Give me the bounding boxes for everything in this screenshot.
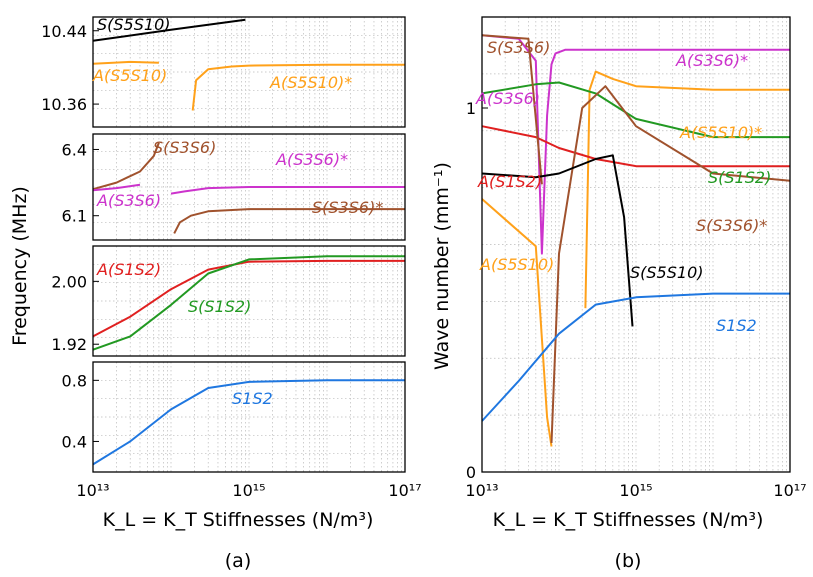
series-annotation: S1S2	[232, 389, 273, 408]
series-line-ss3s6	[481, 34, 543, 185]
series-line-ss3s6	[92, 142, 160, 191]
series-line-as1s2	[92, 259, 405, 338]
axes-frame	[92, 361, 406, 473]
series-line-ss1s2	[92, 255, 405, 351]
series-annotation: A(S5S10)	[479, 255, 554, 274]
ytick-label: 1	[466, 99, 476, 118]
series-layer	[92, 18, 791, 466]
series-annotation: S(S5S10)	[630, 263, 704, 282]
series-line-ss5s10	[92, 18, 246, 42]
series-line-ss1s2	[481, 81, 790, 139]
series-annotation: S(S5S10)	[97, 15, 171, 34]
ytick-label: 0.4	[62, 432, 87, 451]
series-annotation: A(S5S10)*	[269, 73, 352, 92]
series-annotation: A(S3S6)*	[675, 51, 748, 70]
series-annotation: S(S3S6)	[487, 38, 550, 57]
ytick-label: 0	[466, 463, 476, 482]
xtick-label: 10¹³	[76, 481, 109, 500]
ytick-label: 1.92	[51, 335, 87, 354]
series-annotation: A(S1S2)	[96, 260, 161, 279]
series-line-ss3s6	[550, 85, 791, 443]
series-annotation: S(S3S6)*	[696, 216, 767, 235]
series-line-as3s6	[92, 183, 141, 192]
xlabel-right: K_L = K_T Stiffnesses (N/m³)	[493, 509, 764, 531]
ytick-label: 6.1	[62, 207, 87, 226]
axes-frame	[92, 133, 406, 241]
series-annotation: S(S3S6)*	[312, 198, 383, 217]
ytick-label: 0.8	[62, 371, 87, 390]
axes-frame	[92, 245, 406, 357]
xlabel-left: K_L = K_T Stiffnesses (N/m³)	[103, 509, 374, 531]
series-line-s1s2	[481, 292, 790, 422]
series-line-as5s10	[584, 70, 790, 309]
series-line-ss5s10	[481, 154, 634, 327]
xtick-label: 10¹⁷	[388, 481, 421, 500]
series-annotation: A(S3S6)	[475, 89, 540, 108]
panel-label-a: (a)	[225, 550, 251, 572]
series-annotation: S(S1S2)	[708, 168, 771, 187]
series-annotation: S(S3S6)	[153, 138, 216, 157]
series-annotation: A(S3S6)*	[275, 150, 348, 169]
series-annotation: A(S1S2)	[477, 172, 542, 191]
ytick-label: 2.00	[51, 272, 87, 291]
series-annotation: A(S3S6)	[96, 191, 161, 210]
series-line-as5s10	[191, 63, 405, 111]
ylabel-left: Frequency (MHz)	[9, 186, 31, 346]
axes-frame	[92, 16, 406, 128]
panel-label-b: (b)	[615, 550, 642, 572]
series-annotation: A(S5S10)	[92, 66, 167, 85]
annotation-layer: S(S5S10) A(S5S10) A(S5S10)* S(S3S6) A(S3S6)*…	[92, 15, 771, 408]
ylabel-right: Wave number (mm⁻¹)	[431, 162, 453, 370]
series-line-ss3s6	[173, 208, 405, 234]
xtick-label: 10¹⁷	[773, 481, 806, 500]
xtick-label: 10¹³	[465, 481, 498, 500]
ytick-label: 10.44	[41, 22, 87, 41]
ytick-label: 6.4	[62, 140, 87, 159]
series-line-s1s2	[92, 379, 405, 466]
series-line-as5s10	[481, 198, 553, 447]
series-annotation: S(S1S2)	[188, 297, 251, 316]
series-annotation: S1S2	[716, 316, 757, 335]
xtick-label: 10¹⁵	[619, 481, 652, 500]
frame-layer	[92, 16, 791, 473]
series-line-as5s10	[92, 60, 159, 65]
ytick-label: 10.36	[41, 95, 87, 114]
series-annotation: A(S5S10)*	[679, 123, 762, 142]
xtick-label: 10¹⁵	[232, 481, 265, 500]
axes-frame	[481, 16, 791, 473]
series-line-as3s6	[170, 186, 405, 195]
